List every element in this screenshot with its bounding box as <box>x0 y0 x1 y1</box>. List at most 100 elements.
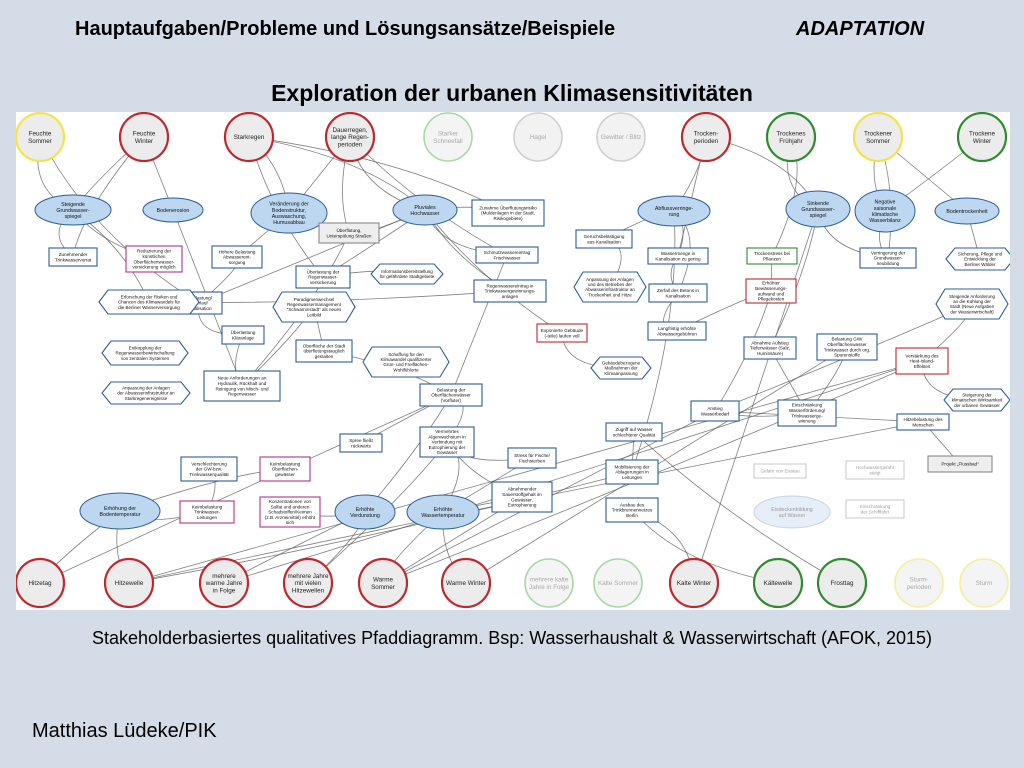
causal-edge <box>39 394 452 584</box>
node-label-line: Unterspülung Straßen <box>327 233 372 238</box>
bottom-climate-driver-circle: Kalte Sommer <box>593 558 643 608</box>
node-label-line: Schmutzwassereintrag <box>484 250 531 255</box>
node-label-line: Oberfläche der Stadt <box>303 343 346 348</box>
node-label-line: Entkopplung der <box>129 345 162 350</box>
node-label-line: Schaffung für den <box>388 352 424 357</box>
node-label-line: spiegel <box>810 213 827 219</box>
consequence-box: Stress für Fische/Fischsterben <box>507 447 557 469</box>
node-label-line: Gewitter / Blitz <box>601 134 642 141</box>
node-label-line: künstlichen <box>143 254 166 259</box>
node-label-line: Wassertemperatur <box>421 513 465 519</box>
node-label-line: Kanalisation <box>186 306 211 311</box>
node-label-line: die Berliner Wasserversorgung <box>118 305 180 310</box>
node-label-line: Abwasserent- <box>223 255 252 260</box>
node-label-line: Keimbelastung <box>270 461 301 466</box>
node-label-line: Oberflächenwasser <box>827 342 867 347</box>
node-label-line: Gebäudebezogene <box>602 360 641 365</box>
node-label-line: Trockene <box>969 131 996 138</box>
node-label-line: Trinkwasserqualität <box>189 472 229 477</box>
node-label-line: mehrere <box>212 573 236 580</box>
impact-ellipse: Bodenerosion <box>142 197 204 223</box>
node-label-line: der GW-bzw. <box>196 467 222 472</box>
node-label-line: von zentralen Systemen <box>121 356 170 361</box>
node-label-line: Überflutung, <box>336 227 361 233</box>
node-label-line: Belastung GW/ <box>832 337 864 342</box>
node-label-line: Regenwassereintrag in <box>487 283 534 288</box>
bottom-climate-driver-circle: Kältewelle <box>752 557 804 609</box>
consequence-box: Reduzierung derkünstlichenOberflächenwas… <box>125 245 183 273</box>
node-label-line: Hagel <box>530 134 546 141</box>
node-label-line: Zunehmender <box>59 252 88 257</box>
node-label-line: Humusabbau <box>273 220 305 226</box>
node-label-line: Gefahr von Eisstau <box>760 469 800 474</box>
node-label-line: Eisdeckenbildung <box>771 507 813 513</box>
node-label-line: Reinigung von Misch- und <box>215 386 269 391</box>
node-label-line: Hitzetag <box>28 580 52 587</box>
node-label-line: Trockener <box>864 131 892 138</box>
node-label-line: Hitzewellen <box>292 587 325 594</box>
slide-title: Hauptaufgaben/Probleme und Lösungsansätz… <box>75 18 616 40</box>
node-label-line: Schadstoffen/Keimen <box>268 510 312 515</box>
node-label-line: Verstärkung des <box>905 353 939 358</box>
node-label-line: Menschen <box>912 422 934 427</box>
node-label-line: (Vorfluter) <box>441 398 462 403</box>
node-label-line: Abwassergebühren <box>657 331 697 336</box>
node-label-line: Trinkwasser- <box>194 510 221 515</box>
node-label-line: Ausbau des <box>620 502 645 507</box>
node-label-line: warme Jahre <box>205 580 243 587</box>
consequence-box: Belastung GW/OberflächenwasserTrinkwasse… <box>816 333 878 361</box>
bottom-climate-driver-circle: Warme Winter <box>440 557 492 609</box>
node-label-line: Gewässer, <box>511 497 533 502</box>
node-label-line: Frischwasser <box>493 255 521 260</box>
node-label-line: überflutungstauglich <box>303 349 345 354</box>
node-label-line: Hochwassergefahr <box>856 465 895 470</box>
node-label-line: Ablagerungen in <box>615 470 649 475</box>
consequence-box: Regenwassereintrag inTrinkwassergewinnun… <box>473 279 547 303</box>
node-label-line: Bodenerosion <box>157 208 190 214</box>
node-label-line: Anstieg <box>707 406 723 411</box>
node-label-line: Wasserbilanz <box>869 218 901 224</box>
node-label-line: mehrere Jahre <box>288 573 329 580</box>
node-label-line: der Abwasserinfrastruktur an <box>117 391 175 396</box>
node-label-line: Huminsäure) <box>757 351 784 356</box>
node-label-line: (-teile) laufen voll <box>545 333 580 338</box>
node-label-line: (z.B. Arzneimittel) erhöht <box>265 515 316 520</box>
node-label-line: Berlin <box>626 513 638 518</box>
node-label-line: Berliner Wälder <box>964 262 996 267</box>
node-label-line: Erhöhte <box>434 507 453 513</box>
node-label-line: Kanalisation zu gering <box>655 256 701 261</box>
node-label-line: perioden <box>338 141 363 148</box>
node-label-line: Hochwasser <box>410 211 439 217</box>
consequence-box: Zunahme Überflutungsrisiko(Muldenlagen i… <box>471 199 545 227</box>
node-label-line: Zugriff auf Wasser <box>615 427 653 432</box>
bottom-climate-driver-circle: Hitzetag <box>14 557 66 609</box>
node-label-line: Zerfall des Betons in <box>657 288 699 293</box>
node-label-line: Starkregen <box>234 134 265 141</box>
node-label-line: Wasserförderung/ <box>789 408 826 413</box>
author-credit: Matthias Lüdeke/PIK <box>32 720 217 742</box>
node-label-line: Konzentrationen von <box>269 499 312 504</box>
top-climate-driver-circle: Starkregen <box>223 111 275 163</box>
node-label-line: Starker <box>438 131 458 138</box>
node-label-line: Trinkbrunnennetzes <box>612 508 653 513</box>
node-label-line: Erforschung der Risiken und <box>121 294 178 299</box>
node-label-line: Veränderung der <box>269 202 309 208</box>
top-climate-driver-circle: Trocken-perioden <box>680 111 732 163</box>
node-label-line: Trockenes <box>776 131 805 138</box>
